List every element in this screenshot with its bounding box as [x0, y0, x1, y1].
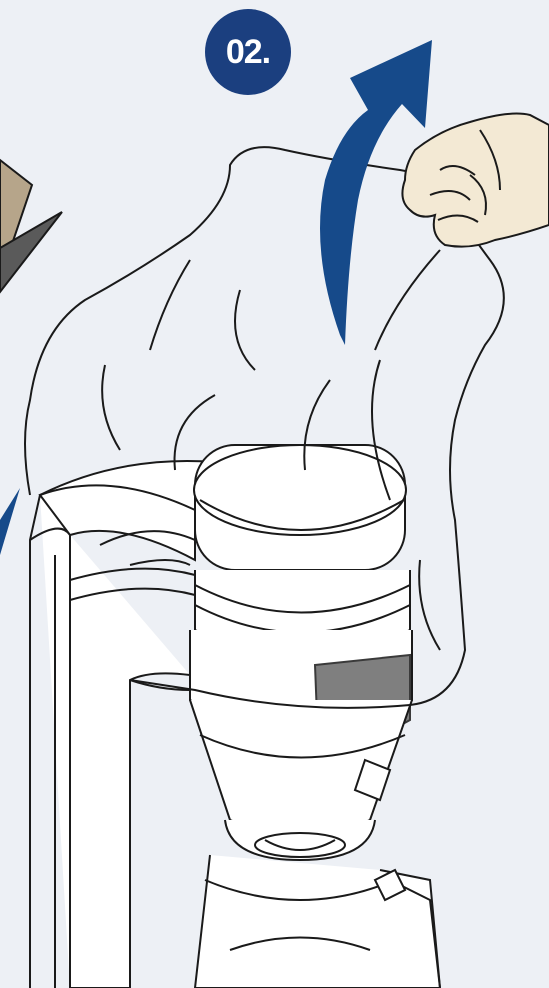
hand-icon	[402, 114, 549, 247]
step-number-badge: 02.	[205, 9, 291, 95]
coffee-machine	[30, 445, 440, 988]
step-label: 02.	[226, 33, 270, 72]
